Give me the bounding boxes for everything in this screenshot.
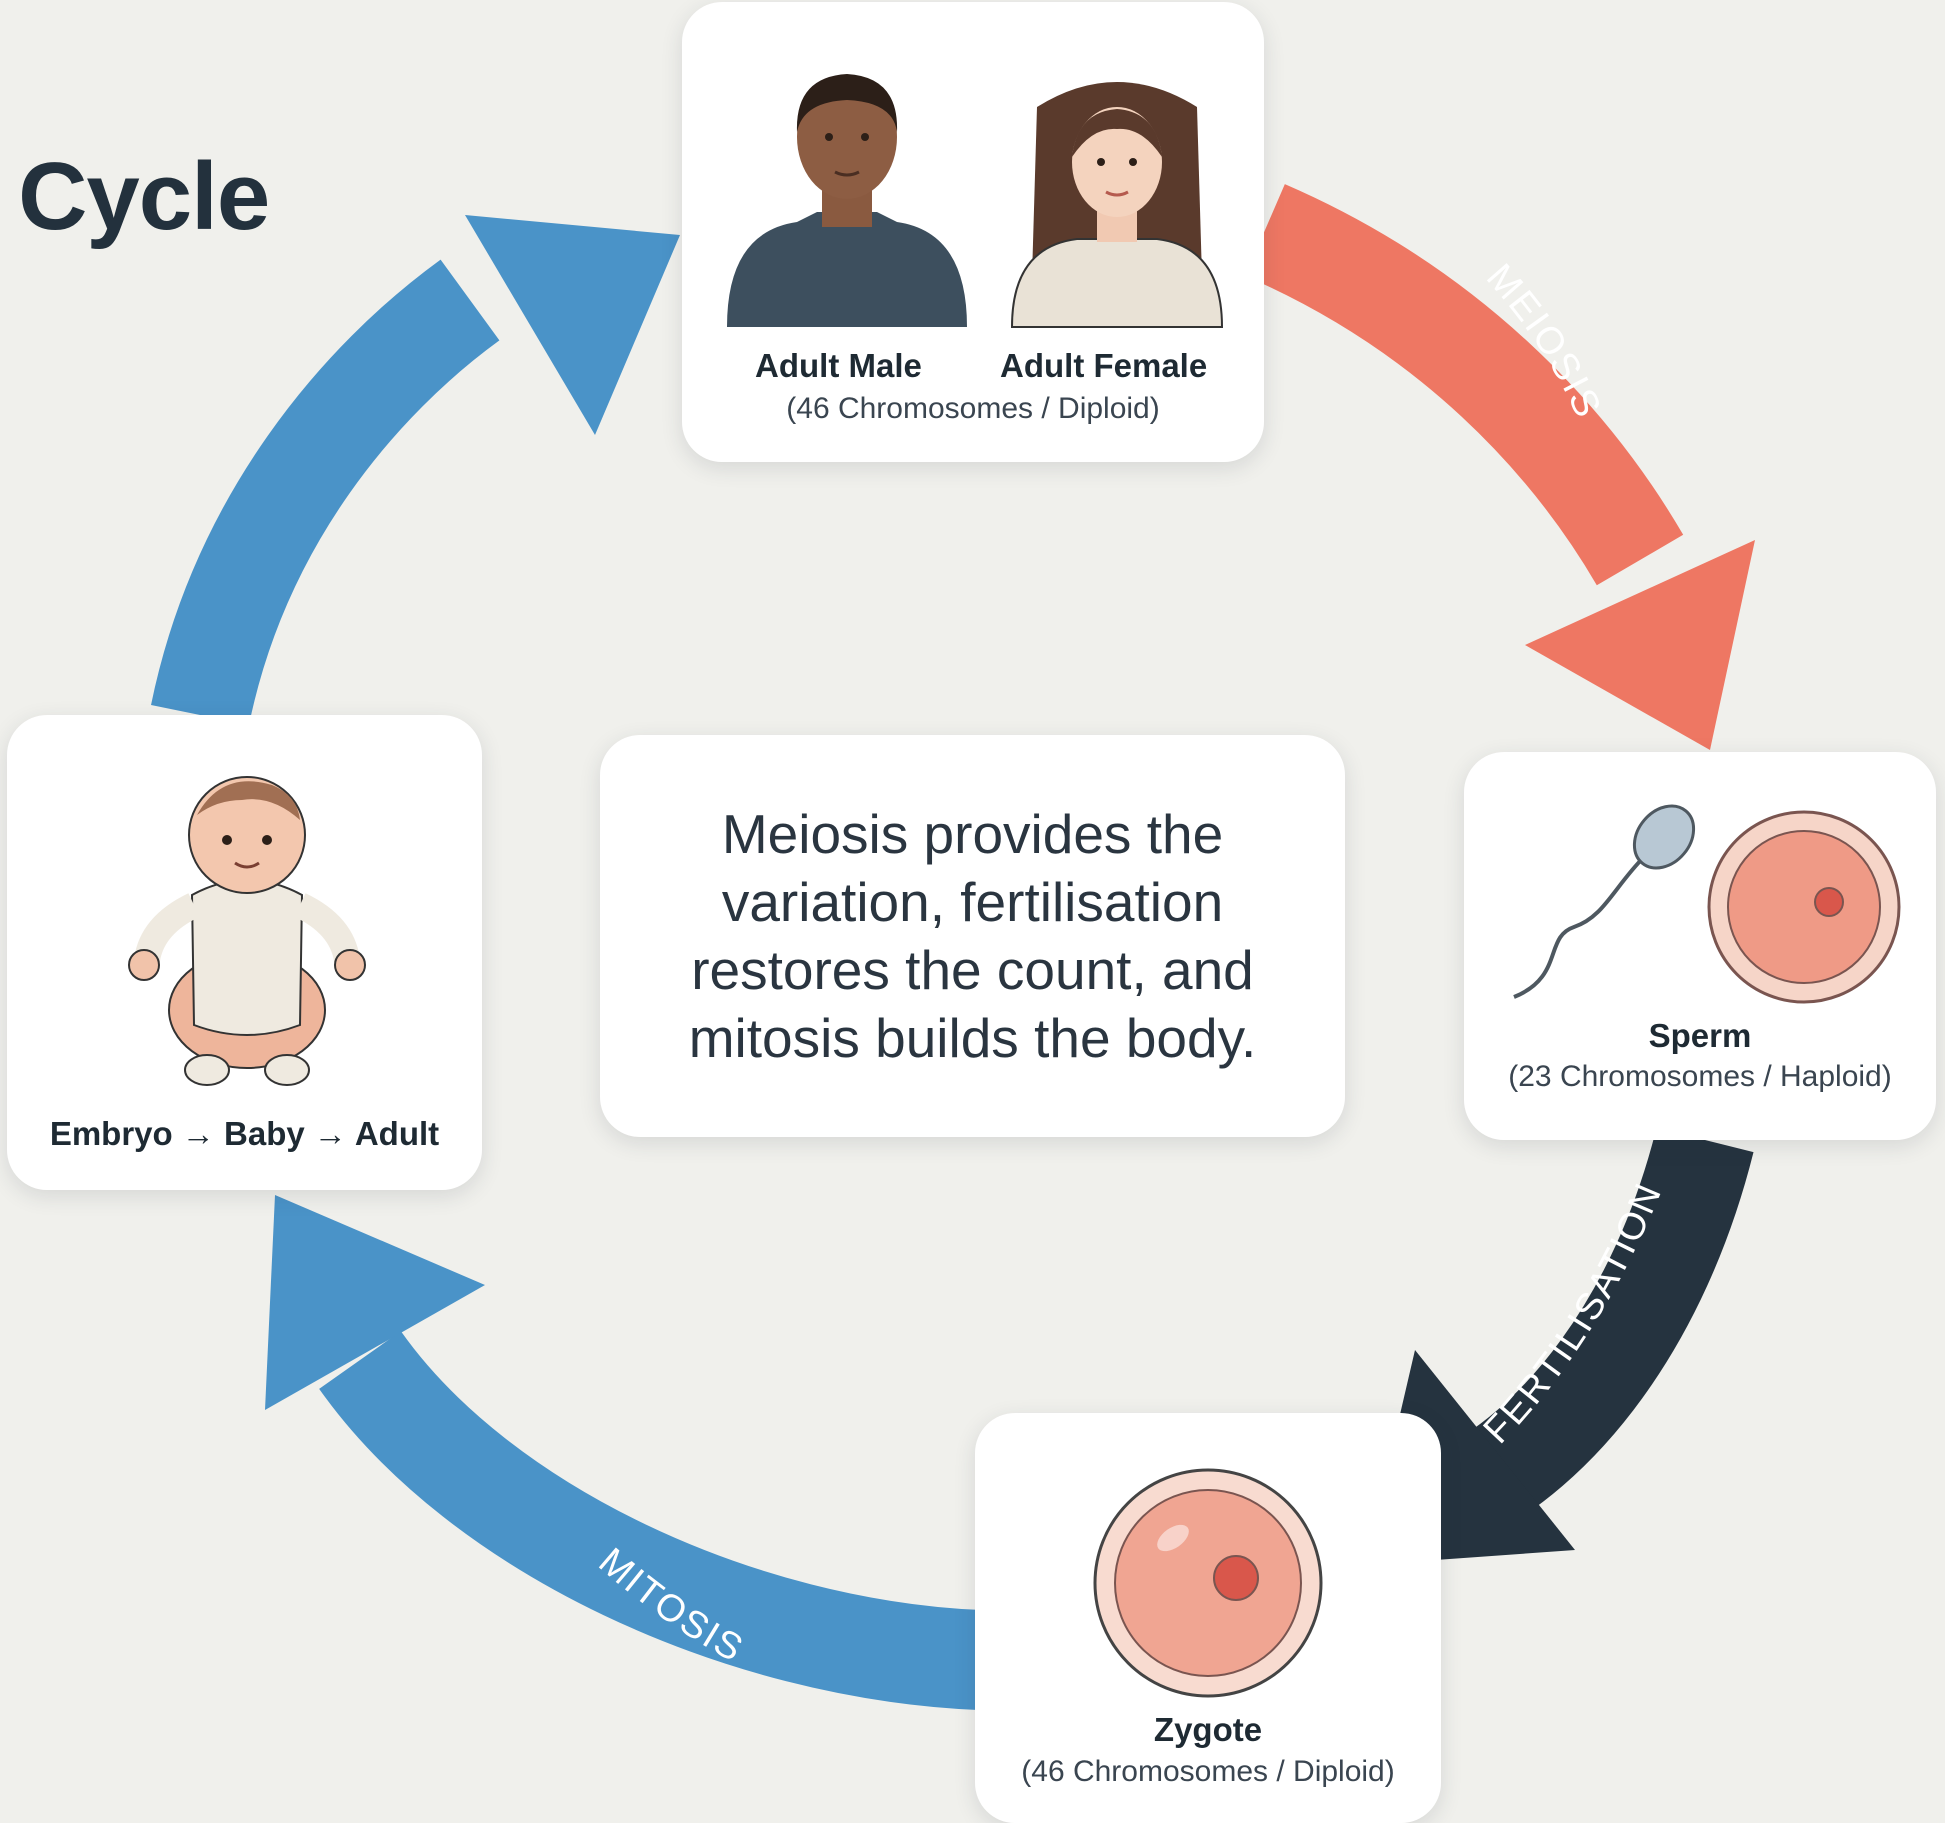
summary-text: Meiosis provides the variation, fertilis… [688,803,1257,1069]
diagram-title: e Cycle [0,143,270,250]
adult-female-icon [1010,82,1224,328]
zygote-chromosome-note: (46 Chromosomes / Diploid) [1021,1755,1395,1788]
adults-chromosome-note: (46 Chromosomes / Diploid) [786,392,1160,425]
baby-icon [128,776,366,1086]
sperm-label: Sperm [1648,1017,1752,1054]
adult-female-label: Adult Female [1000,347,1208,384]
adults-card: Adult Male Adult Female (46 Chromosomes … [682,2,1264,462]
gametes-card: Sperm (23 Chromosomes / Haploid) [1464,752,1936,1140]
development-card: Embryo → Baby → Adult [7,715,482,1190]
central-summary-card: Meiosis provides the variation, fertilis… [600,735,1345,1137]
zygote-card: Zygote (46 Chromosomes / Diploid) [975,1413,1441,1823]
mitosis-arrow-to-adults [151,215,680,726]
egg-cell-icon [1707,810,1901,1004]
gametes-chromosome-note: (23 Chromosomes / Haploid) [1508,1060,1892,1093]
sperm-cell-icon [1513,804,1696,999]
meiosis-arrow [1244,184,1755,750]
development-label: Embryo → Baby → Adult [49,1115,440,1152]
adult-male-label: Adult Male [755,347,922,384]
mitosis-arrow-to-baby [265,1195,983,1710]
zygote-label: Zygote [1153,1711,1263,1748]
zygote-cell-icon [1093,1468,1323,1698]
adult-male-icon [727,74,967,327]
